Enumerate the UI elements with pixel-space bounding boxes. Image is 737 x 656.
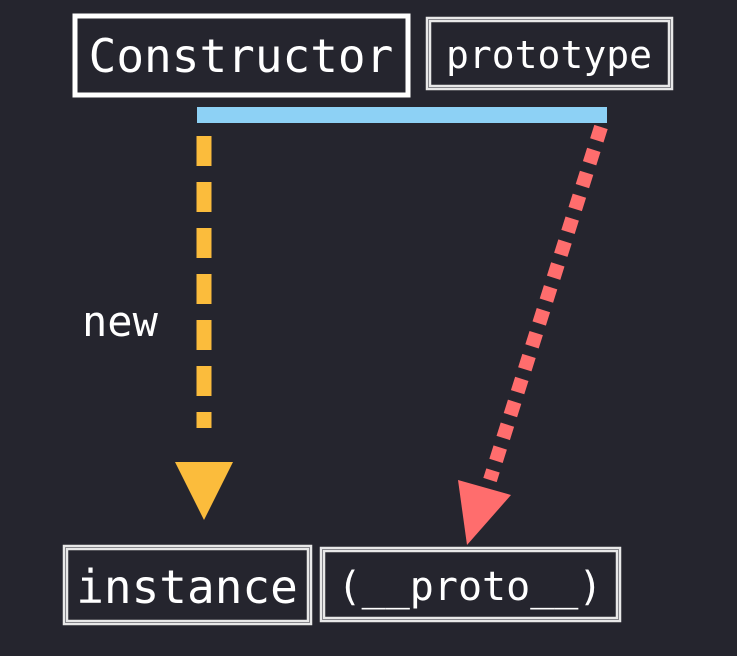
constructor-label: Constructor xyxy=(89,29,394,83)
new-arrow-head xyxy=(175,462,233,520)
proto-box xyxy=(319,546,622,623)
prototype-box-inner xyxy=(428,19,671,88)
proto-arrow-shaft xyxy=(483,124,608,483)
proto-box-inner xyxy=(322,549,619,620)
constructor-box xyxy=(72,13,411,98)
constructor-node: Constructor xyxy=(72,13,411,98)
prototype-bar xyxy=(197,107,607,123)
prototype-label: prototype xyxy=(446,33,652,77)
instance-box xyxy=(62,544,313,626)
instance-box-inner xyxy=(65,547,310,623)
proto-label: (__proto__) xyxy=(338,564,603,610)
proto-arrow xyxy=(458,124,608,545)
prototype-node: prototype xyxy=(425,16,674,91)
instance-label: instance xyxy=(76,560,298,614)
prototype-box xyxy=(425,16,674,91)
instance-node: instance xyxy=(62,544,313,626)
proto-arrow-head xyxy=(458,480,511,545)
proto-node: (__proto__) xyxy=(319,546,622,623)
new-label: new xyxy=(82,297,159,346)
new-arrow xyxy=(175,136,233,520)
